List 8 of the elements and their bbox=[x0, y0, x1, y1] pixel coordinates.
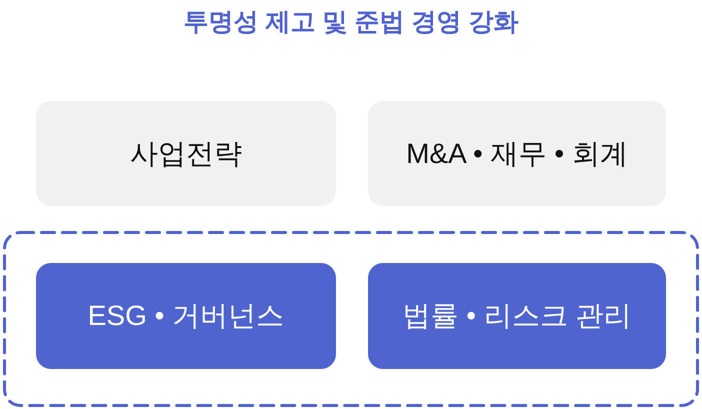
diagram-title: 투명성 제고 및 준법 경영 강화 bbox=[184, 7, 518, 38]
highlight-box bbox=[368, 263, 666, 369]
box-label: 법률 • 리스크 관리 bbox=[402, 299, 632, 333]
box-label: 사업전략 bbox=[130, 136, 242, 170]
highlight-box bbox=[36, 263, 336, 369]
box-label: M&A • 재무 • 회계 bbox=[406, 136, 628, 170]
dashed-group-frame bbox=[3, 231, 699, 407]
box-label: ESG • 거버넌스 bbox=[88, 299, 284, 333]
